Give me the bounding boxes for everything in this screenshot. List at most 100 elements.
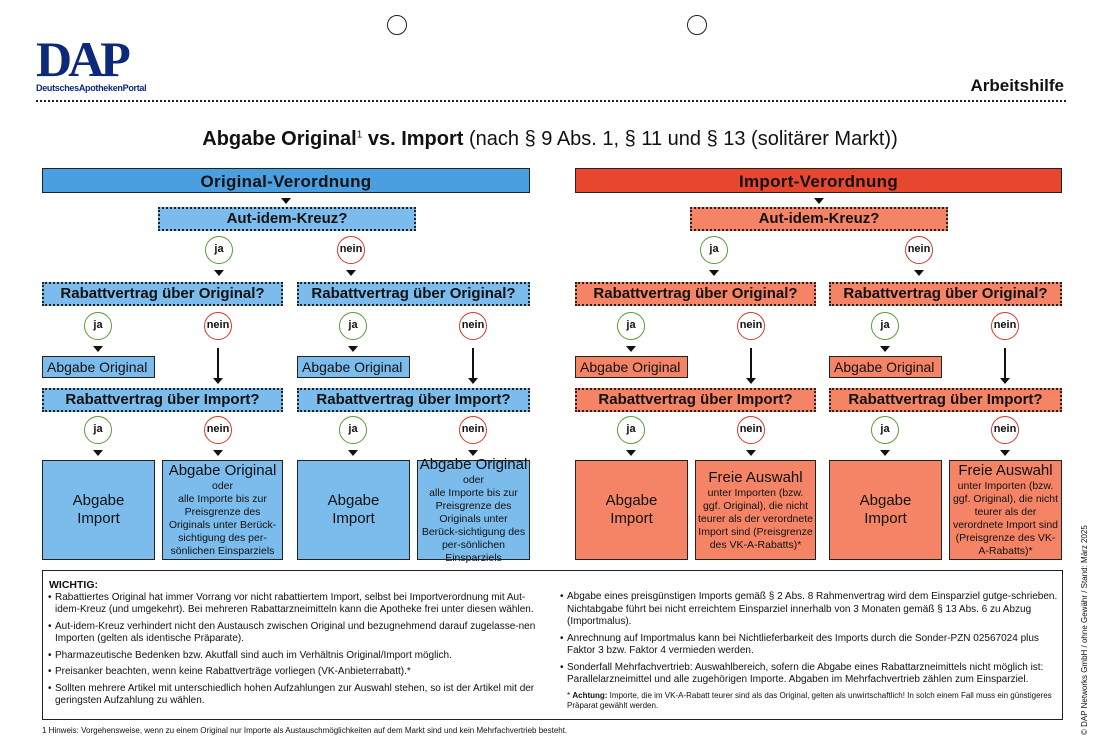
- notes-left-list: Rabattiertes Original hat immer Vorrang …: [48, 592, 549, 708]
- dap-logo: DAP DeutschesApothekenPortal: [36, 31, 147, 93]
- yes-badge: ja: [700, 236, 728, 264]
- note-item: Sonderfall Mehrfachvertrieb: Auswahlbere…: [560, 662, 1059, 687]
- no-badge: nein: [459, 312, 487, 340]
- rabatt-import-question: Rabattvertrag über Import?: [297, 388, 530, 412]
- note-item: Anrechnung auf Importmalus kann bei Nich…: [560, 633, 1059, 658]
- result-no-text: oder alle Importe bis zur Preisgrenze de…: [421, 473, 526, 564]
- result-no-text: unter Importen (bzw. ggf. Original), die…: [952, 480, 1059, 557]
- result-yes-text: Abgabe Import: [859, 492, 912, 527]
- note-item: Preisanker beachten, wenn keine Rabattve…: [48, 666, 549, 679]
- rabatt-import-question: Rabattvertrag über Import?: [829, 388, 1062, 412]
- rabatt-original-question: Rabattvertrag über Original?: [829, 282, 1062, 306]
- doc-type: Arbeitshilfe: [970, 76, 1064, 95]
- note-item: Sollten mehrere Artikel mit unterschiedl…: [48, 683, 549, 708]
- notes-title: WICHTIG:: [49, 579, 98, 591]
- rabatt-import-question: Rabattvertrag über Import?: [575, 388, 816, 412]
- arrow-down-icon: [468, 378, 478, 384]
- arrow-down-icon: [213, 378, 223, 384]
- no-badge: nein: [204, 312, 232, 340]
- arrow-down-icon: [914, 270, 924, 276]
- yes-badge: ja: [617, 312, 645, 340]
- footnote: 1 Hinweis: Vorgehensweise, wenn zu einem…: [42, 726, 568, 735]
- arrow-down-icon: [626, 346, 636, 352]
- logo-text: DAP: [36, 31, 131, 87]
- arrow-down-icon: [468, 450, 478, 456]
- result-yes-text: Abgabe Import: [327, 492, 380, 527]
- title-rest: (nach § 9 Abs. 1, § 11 und § 13 (solitär…: [463, 128, 898, 150]
- abgabe-original-box: Abgabe Original: [42, 356, 155, 378]
- yes-badge: ja: [84, 416, 112, 444]
- aut-idem-question: Aut-idem-Kreuz?: [158, 207, 416, 231]
- yes-badge: ja: [84, 312, 112, 340]
- result-no-text: oder alle Importe bis zur Preisgrenze de…: [168, 480, 277, 557]
- achtung-note: * Achtung: Importe, die im VK-A-Rabatt t…: [567, 690, 1052, 710]
- note-item: Aut-idem-Kreuz verhindert nicht den Aust…: [48, 621, 549, 646]
- page-title: Abgabe Original1 vs. Import (nach § 9 Ab…: [0, 128, 1100, 151]
- abgabe-original-box: Abgabe Original: [829, 356, 942, 378]
- rabatt-import-question: Rabattvertrag über Import?: [42, 388, 283, 412]
- rabatt-original-question: Rabattvertrag über Original?: [42, 282, 283, 306]
- yes-badge: ja: [617, 416, 645, 444]
- arrow-down-icon: [93, 346, 103, 352]
- no-badge: nein: [337, 236, 365, 264]
- result-yes-box: Abgabe Import: [42, 460, 155, 560]
- achtung-text: Importe, die im VK-A-Rabatt teurer sind …: [567, 690, 1052, 710]
- result-yes-box: Abgabe Import: [575, 460, 688, 560]
- result-yes-text: Abgabe Import: [72, 492, 125, 527]
- punch-hole-mark: [387, 15, 407, 35]
- note-item: Rabattiertes Original hat immer Vorrang …: [48, 592, 549, 617]
- no-badge: nein: [905, 236, 933, 264]
- result-no-title: Freie Auswahl: [958, 462, 1053, 479]
- panel-header-original: Original-Verordnung: [42, 168, 530, 193]
- arrow-down-icon: [214, 270, 224, 276]
- arrow-down-icon: [348, 450, 358, 456]
- notes-box: WICHTIG: Rabattiertes Original hat immer…: [42, 570, 1063, 720]
- arrow-down-icon: [93, 450, 103, 456]
- logo-subtitle: DeutschesApothekenPortal: [36, 83, 147, 93]
- arrow-down-icon: [346, 270, 356, 276]
- result-no-title: Abgabe Original: [168, 462, 277, 479]
- result-yes-box: Abgabe Import: [297, 460, 410, 560]
- arrow-down-icon: [348, 346, 358, 352]
- divider: [36, 100, 1066, 102]
- result-no-text: unter Importen (bzw. ggf. Original), die…: [698, 486, 813, 551]
- result-no-title: Freie Auswahl: [708, 468, 803, 486]
- arrow-down-icon: [1000, 378, 1010, 384]
- no-badge: nein: [991, 416, 1019, 444]
- title-footnote-marker: 1: [356, 129, 363, 141]
- note-item: Pharmazeutische Bedenken bzw. Akutfall s…: [48, 650, 549, 663]
- title-bold: Abgabe Original: [202, 128, 357, 150]
- arrow-down-icon: [1000, 450, 1010, 456]
- arrow-down-icon: [626, 450, 636, 456]
- arrow-down-icon: [880, 450, 890, 456]
- title-bold-2: vs. Import: [362, 128, 464, 150]
- arrow-line: [750, 348, 752, 378]
- rabatt-original-question: Rabattvertrag über Original?: [575, 282, 816, 306]
- result-yes-text: Abgabe Import: [605, 492, 658, 527]
- result-yes-box: Abgabe Import: [829, 460, 942, 560]
- arrow-line: [1004, 348, 1006, 378]
- rabatt-original-question: Rabattvertrag über Original?: [297, 282, 530, 306]
- yes-badge: ja: [205, 236, 233, 264]
- no-badge: nein: [737, 312, 765, 340]
- abgabe-original-box: Abgabe Original: [297, 356, 410, 378]
- arrow-down-icon: [213, 450, 223, 456]
- yes-badge: ja: [871, 416, 899, 444]
- arrow-down-icon: [880, 346, 890, 352]
- yes-badge: ja: [871, 312, 899, 340]
- arrow-down-icon: [813, 198, 824, 204]
- yes-badge: ja: [339, 416, 367, 444]
- aut-idem-question: Aut-idem-Kreuz?: [690, 207, 948, 231]
- panel-header-import: Import-Verordnung: [575, 168, 1062, 193]
- punch-hole-mark: [687, 15, 707, 35]
- note-item: Abgabe eines preisgünstigen Imports gemä…: [560, 591, 1059, 629]
- arrow-down-icon: [709, 270, 719, 276]
- copyright: © DAP Networks GmbH / ohne Gewähr / Stan…: [1080, 525, 1089, 735]
- no-badge: nein: [737, 416, 765, 444]
- abgabe-original-box: Abgabe Original: [575, 356, 688, 378]
- no-badge: nein: [204, 416, 232, 444]
